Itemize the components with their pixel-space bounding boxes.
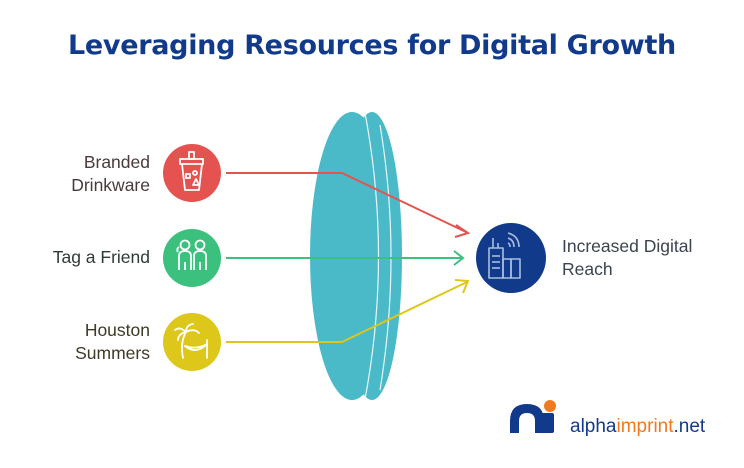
label-line: Reach — [562, 259, 613, 279]
alphaimprint-logo-mark — [510, 400, 556, 433]
label-line: Tag a Friend — [52, 247, 150, 267]
input-label-tag-a-friend: Tag a Friend — [53, 246, 150, 269]
label-line: Increased Digital — [562, 236, 693, 256]
logo-suffix: .net — [673, 416, 706, 437]
friends-icon — [163, 229, 221, 287]
connector-green — [226, 250, 465, 266]
label-line: Drinkware — [71, 175, 150, 195]
palm-hammock-icon — [163, 313, 221, 371]
connector-red — [226, 172, 471, 238]
connector-yellow — [226, 279, 470, 343]
logo-prefix: alpha — [570, 416, 617, 437]
label-line: Houston — [84, 320, 150, 340]
city-signal-icon — [476, 223, 546, 293]
output-label-increased-digital-reach: Increased Digital Reach — [562, 235, 692, 281]
input-label-houston-summers: Houston Summers — [75, 319, 150, 365]
page-title: Leveraging Resources for Digital Growth — [68, 30, 676, 61]
logo-wordmark: alphaimprint.net — [570, 416, 705, 438]
input-label-branded-drinkware: Branded Drinkware — [71, 151, 150, 197]
logo-accent: imprint — [616, 416, 674, 437]
label-line: Summers — [75, 343, 150, 363]
label-line: Branded — [83, 152, 150, 172]
lens-shape — [310, 112, 402, 400]
drink-cup-icon — [163, 144, 221, 202]
